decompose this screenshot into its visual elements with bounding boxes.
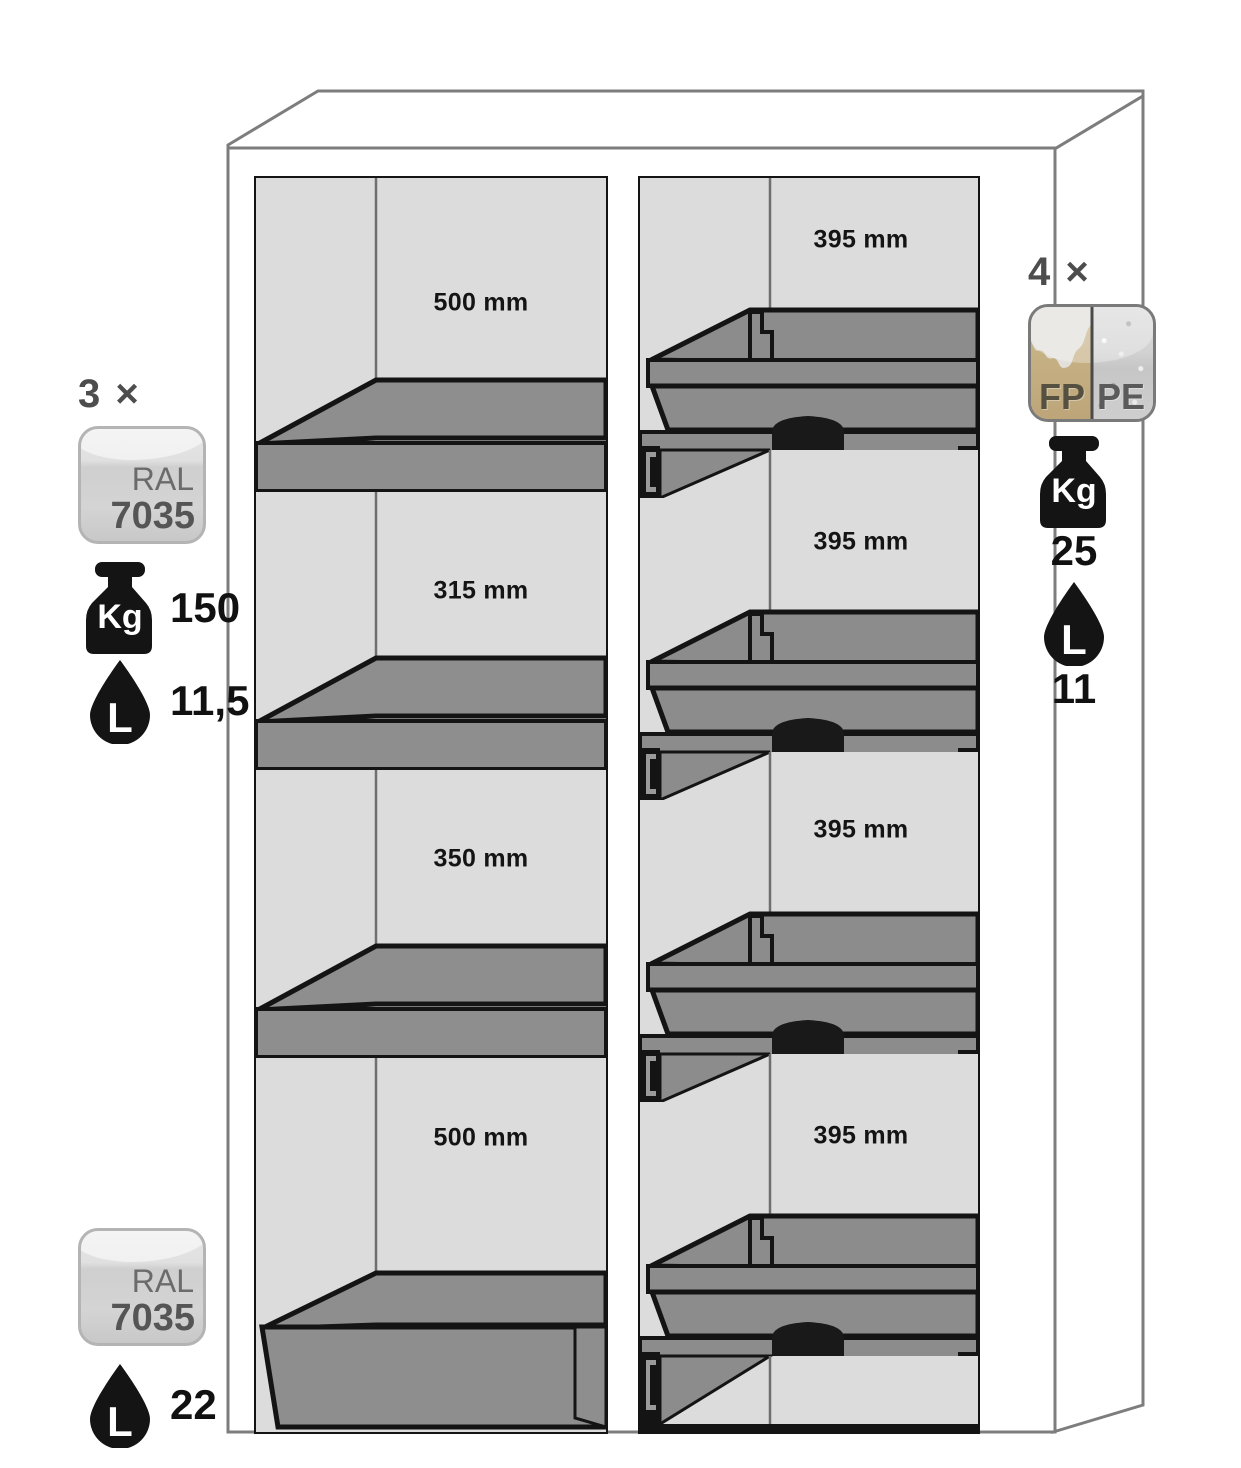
legend-left-weight-value: 150 (170, 584, 241, 631)
volume-litre-icon: L (90, 1364, 150, 1448)
pe-label: PE (1096, 376, 1145, 417)
legend-left-shelves: 3 × RAL 7035 Kg 150 L 11,5 (78, 374, 249, 744)
legend-left-bottom-volume-value: 22 (170, 1381, 217, 1428)
pe-half (1092, 307, 1153, 419)
left-shelf-1 (256, 178, 606, 493)
right-drawer-3 (640, 800, 978, 1105)
ral-badge-label: RAL (131, 461, 194, 497)
volume-icon-text: L (107, 694, 133, 741)
legend-left-bottom-volume: L 22 (78, 1362, 217, 1448)
left-shelf-2 (256, 492, 606, 771)
legend-left-weight: Kg 150 (78, 562, 249, 654)
fp-pe-material-badge: FP PE (1028, 304, 1156, 422)
legend-left-volume: L 11,5 (78, 658, 249, 744)
left-shelf-4 (256, 1058, 606, 1432)
volume-icon-text: L (1061, 616, 1087, 663)
ral-badge-sump-number: 7035 (110, 1297, 195, 1339)
legend-right-volume: L 11 (1028, 580, 1120, 710)
paint-drip-icon (1031, 307, 1092, 368)
legend-right-weight: Kg 25 (1028, 436, 1120, 572)
right-compartment (638, 176, 980, 1434)
weight-icon-text: Kg (1051, 472, 1096, 510)
weight-kg-icon: Kg (86, 562, 152, 654)
legend-left-count: 3 × (78, 372, 141, 416)
weight-icon-text: Kg (97, 598, 142, 636)
legend-right-drawers: 4 × FP PE Kg 25 L (1028, 252, 1156, 710)
right-drawer-4 (640, 1102, 978, 1432)
legend-left-volume-value: 11,5 (170, 677, 250, 724)
fp-label: FP (1039, 376, 1086, 417)
ral-badge-number: 7035 (110, 495, 195, 537)
left-compartment (254, 176, 608, 1434)
left-shelf-3 (256, 770, 606, 1059)
ral-badge-sump: RAL 7035 (78, 1228, 206, 1346)
volume-litre-icon: L (1044, 582, 1104, 666)
volume-litre-icon: L (90, 660, 150, 744)
right-drawer-2 (640, 498, 978, 803)
legend-right-weight-value: 25 (1050, 527, 1098, 574)
legend-right-volume-value: 11 (1051, 665, 1097, 712)
right-drawer-1 (640, 178, 978, 501)
weight-kg-icon: Kg (1040, 436, 1106, 528)
legend-left-bottom-sump: RAL 7035 L 22 (78, 1228, 217, 1448)
ral-badge-sump-label: RAL (131, 1263, 194, 1299)
badge-divider (1090, 307, 1094, 419)
cabinet-top-face (226, 89, 1145, 152)
ral-badge-shelves: RAL 7035 (78, 426, 206, 544)
legend-right-count: 4 × (1028, 250, 1091, 294)
volume-icon-text: L (107, 1398, 133, 1445)
